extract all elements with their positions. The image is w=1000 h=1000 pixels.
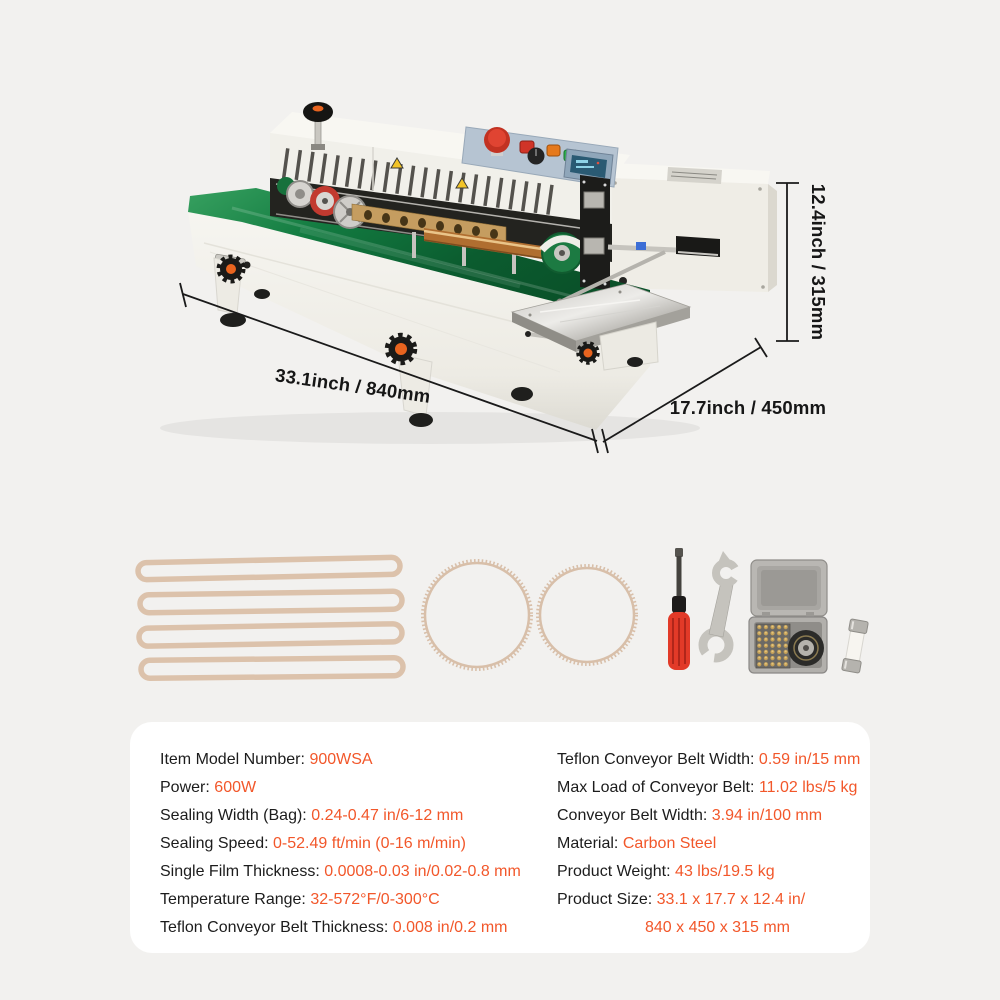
spec-label: Max Load of Conveyor Belt: — [557, 779, 755, 796]
warning-triangle-icon — [390, 157, 404, 169]
rubber-foot — [254, 289, 270, 299]
spec-label: Teflon Conveyor Belt Width: — [557, 751, 755, 768]
stainless-table — [510, 283, 692, 371]
spec-column-right: Teflon Conveyor Belt Width:0.59 in/15 mm… — [557, 746, 861, 942]
spec-value: 0.008 in/0.2 mm — [392, 919, 508, 936]
accessories — [135, 548, 869, 682]
spec-row: Item Model Number:900WSA — [160, 746, 540, 774]
spec-label: Single Film Thickness: — [160, 863, 320, 880]
spec-row: Teflon Conveyor Belt Thickness:0.008 in/… — [160, 914, 540, 942]
spec-row: Teflon Conveyor Belt Width:0.59 in/15 mm — [557, 746, 861, 774]
rubber-foot — [409, 413, 433, 427]
orange-indicator-light — [546, 144, 561, 157]
spec-label: Sealing Speed: — [160, 835, 269, 852]
spec-row: Temperature Range:32-572°F/0-300°C — [160, 886, 540, 914]
spec-value: 11.02 lbs/5 kg — [758, 779, 858, 796]
spec-row: Single Film Thickness:0.0008-0.03 in/0.0… — [160, 858, 540, 886]
tape-reel — [788, 630, 824, 666]
spec-label: Product Size: — [557, 891, 653, 908]
rubber-foot — [627, 357, 643, 367]
star-knob — [576, 341, 600, 365]
spec-row: Sealing Width (Bag):0.24-0.47 in/6-12 mm — [160, 802, 540, 830]
dimension-annotations — [179, 182, 799, 454]
spec-row: Max Load of Conveyor Belt:11.02 lbs/5 kg — [557, 774, 857, 802]
star-knob — [384, 332, 418, 366]
spec-value: 0-52.49 ft/min (0-16 m/min) — [273, 835, 466, 852]
vent-sticker — [667, 167, 722, 184]
spec-label: Sealing Width (Bag): — [160, 807, 307, 824]
stamp-characters — [755, 623, 791, 669]
dimension-depth-label: 17.7inch / 450mm — [670, 397, 826, 418]
sealing-mechanism — [270, 177, 612, 274]
spec-row: Power:600W — [160, 774, 540, 802]
spec-label: Item Model Number: — [160, 751, 305, 768]
spec-value: 3.94 in/100 mm — [711, 807, 823, 824]
spec-row-continuation: 840 x 450 x 315 mm — [557, 914, 857, 942]
height-adjust-knob — [303, 102, 333, 150]
spec-label: Material: — [557, 835, 619, 852]
spec-row: Product Size:33.1 x 17.7 x 12.4 in/ — [557, 886, 857, 914]
end-plate — [580, 175, 610, 290]
warning-triangle-icon — [455, 177, 469, 189]
spec-label: Teflon Conveyor Belt Thickness: — [160, 919, 389, 936]
star-knobs — [216, 254, 600, 366]
spec-value: Carbon Steel — [622, 835, 717, 852]
spec-value: 43 lbs/19.5 kg — [675, 863, 775, 880]
rubber-foot — [220, 313, 246, 327]
spec-label: Temperature Range: — [160, 891, 306, 908]
spec-value: 0.24-0.47 in/6-12 mm — [311, 807, 464, 824]
screwdriver — [668, 548, 690, 670]
spec-value: 600W — [214, 779, 257, 796]
machine-photo: 33.1inch / 840mm 17.7inch / 450mm 12.4in… — [135, 102, 869, 682]
spec-label: Power: — [160, 779, 210, 796]
spec-value: 0.59 in/15 mm — [758, 751, 861, 768]
stamp-box — [748, 559, 828, 674]
spec-column-left: Item Model Number:900WSA Power:600W Seal… — [160, 746, 540, 942]
spec-row: Sealing Speed:0-52.49 ft/min (0-16 m/min… — [160, 830, 540, 858]
machine-shadow — [160, 412, 700, 444]
spec-value: 900WSA — [309, 751, 373, 768]
wrench — [692, 551, 748, 674]
spec-label: Product Weight: — [557, 863, 671, 880]
spec-value: 33.1 x 17.7 x 12.4 in/ — [656, 891, 806, 908]
spec-value: 32-572°F/0-300°C — [310, 891, 440, 908]
rubber-foot — [511, 387, 533, 401]
spec-row: Product Weight:43 lbs/19.5 kg — [557, 858, 857, 886]
spec-label: Conveyor Belt Width: — [557, 807, 708, 824]
star-knob — [216, 254, 246, 284]
machine-right-housing — [608, 163, 777, 292]
spec-value: 0.0008-0.03 in/0.02-0.8 mm — [324, 863, 521, 880]
spec-row: Material:Carbon Steel — [557, 830, 857, 858]
spec-row: Conveyor Belt Width:3.94 in/100 mm — [557, 802, 857, 830]
dimension-height-label: 12.4inch / 315mm — [808, 184, 829, 340]
round-belts — [421, 559, 638, 671]
emergency-stop-button — [484, 127, 510, 156]
teflon-belt-strips — [135, 554, 406, 682]
control-panel — [461, 126, 619, 188]
fuse — [841, 618, 869, 674]
spec-card: Item Model Number:900WSA Power:600W Seal… — [130, 722, 870, 953]
spec-value: 840 x 450 x 315 mm — [645, 919, 790, 936]
temperature-display — [563, 148, 614, 185]
